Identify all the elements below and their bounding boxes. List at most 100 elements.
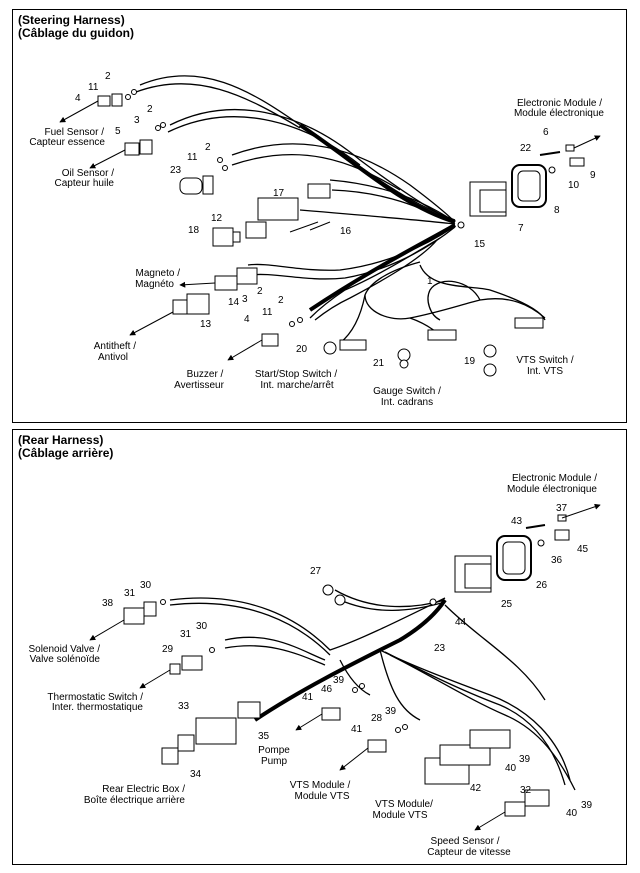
callout: 29 — [162, 644, 174, 655]
rear-harness-panel: (Rear Harness) (Câblage arrière) — [12, 429, 627, 865]
rear-electric-box-connector — [161, 701, 261, 765]
speed-sensor-label: Speed Sensor / — [431, 836, 500, 847]
solenoid-valve-label-fr: Valve solénoïde — [30, 654, 101, 665]
vts-module-label: VTS Module / — [290, 780, 351, 791]
callout: 11 — [187, 152, 198, 163]
start-stop-label: Start/Stop Switch / — [255, 369, 337, 380]
callout: 41 — [302, 692, 314, 703]
callout: 4 — [75, 93, 81, 104]
callout: 2 — [147, 104, 153, 115]
solenoid-valve-label: Solenoid Valve / — [28, 644, 100, 655]
thermostatic-switch-connector — [139, 647, 215, 689]
ring-terminals-27 — [322, 584, 346, 606]
steering-harness-panel: (Steering Harness) (Câblage du guidon) — [12, 9, 627, 423]
callout: 31 — [124, 588, 136, 599]
callout: 41 — [351, 724, 363, 735]
callout: 27 — [310, 566, 322, 577]
callout: 26 — [536, 580, 548, 591]
callout: 30 — [140, 580, 152, 591]
solenoid-valve-connector — [89, 599, 166, 641]
callout: 16 — [340, 226, 352, 237]
electronic-module-steering — [457, 135, 601, 229]
callout: 35 — [258, 731, 270, 742]
electronic-module-label-fr: Module électronique — [514, 108, 604, 119]
vts-module-2-label-fr: Module VTS — [372, 810, 427, 821]
callout: 34 — [190, 769, 202, 780]
callout: 40 — [566, 808, 578, 819]
steering-title-en: (Steering Harness) — [18, 13, 125, 27]
callout: 32 — [520, 785, 532, 796]
rear-electronic-module-label: Electronic Module / — [512, 473, 597, 484]
rear-harness-drawing: Electronic Module / Module électronique … — [28, 473, 601, 858]
rear-electric-box-label-fr: Boîte électrique arrière — [84, 795, 186, 806]
steering-harness-drawing: Fuel Sensor / Capteur essence Oil Sensor… — [29, 71, 604, 408]
callout: 9 — [590, 170, 596, 181]
callout: 11 — [262, 307, 273, 318]
vts-module-connector — [339, 724, 408, 771]
connector-23 — [179, 157, 228, 195]
vts-switch-connector — [483, 317, 544, 377]
thermostatic-switch-label-fr: Inter. thermostatique — [52, 702, 144, 713]
callout: 18 — [188, 225, 200, 236]
callout: 3 — [134, 115, 140, 126]
gauge-switch-label: Gauge Switch / — [373, 386, 441, 397]
callout: 14 — [228, 297, 240, 308]
gauge-switch-label-fr: Int. cadrans — [381, 397, 433, 408]
callout: 2 — [257, 286, 263, 297]
vts-switch-label: VTS Switch / — [516, 355, 573, 366]
callout: 19 — [464, 356, 476, 367]
callout: 6 — [543, 127, 549, 138]
callout: 13 — [200, 319, 212, 330]
antitheft-label: Antitheft / — [94, 341, 136, 352]
gauge-switch-connector — [397, 329, 457, 369]
callout: 11 — [88, 82, 99, 93]
callout: 22 — [520, 143, 532, 154]
callout: 2 — [278, 295, 284, 306]
magneto-label-fr: Magnéto — [135, 279, 174, 290]
buzzer-connector — [227, 317, 303, 361]
steering-title-fr: (Câblage du guidon) — [18, 26, 134, 40]
oil-sensor-connector — [89, 122, 166, 169]
callout: 39 — [581, 800, 593, 811]
vts-module-label-fr: Module VTS — [294, 791, 349, 802]
fuel-sensor-label-fr: Capteur essence — [29, 137, 105, 148]
vts-module-2-label: VTS Module/ — [375, 799, 433, 810]
buzzer-label-fr: Avertisseur — [174, 380, 225, 391]
start-stop-switch-connector — [323, 339, 367, 355]
pump-label-en: Pump — [261, 756, 288, 767]
callout: 28 — [371, 713, 383, 724]
callout: 43 — [511, 516, 523, 527]
antitheft-label-fr: Antivol — [98, 352, 128, 363]
callout: 40 — [505, 763, 517, 774]
speed-sensor-label-fr: Capteur de vitesse — [427, 847, 511, 858]
callout: 1 — [427, 276, 433, 287]
callout: 33 — [178, 701, 190, 712]
callout: 12 — [211, 213, 223, 224]
oil-sensor-label: Oil Sensor / — [62, 168, 114, 179]
callout: 10 — [568, 180, 580, 191]
start-stop-label-fr: Int. marche/arrêt — [260, 380, 334, 391]
callout: 7 — [518, 223, 524, 234]
callout: 4 — [244, 314, 250, 325]
fuel-sensor-label: Fuel Sensor / — [45, 127, 105, 138]
magneto-label: Magneto / — [136, 268, 181, 279]
rear-title-en: (Rear Harness) — [18, 433, 104, 447]
callout: 3 — [242, 294, 248, 305]
rear-trunk — [253, 598, 447, 722]
callout: 39 — [333, 675, 345, 686]
callout: 31 — [180, 629, 192, 640]
callout: 2 — [205, 142, 211, 153]
rear-electronic-module-label-fr: Module électronique — [507, 484, 597, 495]
electronic-module-rear — [429, 503, 601, 606]
oil-sensor-label-fr: Capteur huile — [55, 178, 115, 189]
callout: 37 — [556, 503, 568, 514]
callout: 8 — [554, 205, 560, 216]
rear-title-fr: (Câblage arrière) — [18, 446, 114, 460]
callout: 5 — [115, 126, 121, 137]
callout: 36 — [551, 555, 563, 566]
magneto-connector — [179, 267, 258, 291]
electronic-module-label: Electronic Module / — [517, 98, 602, 109]
thermostatic-switch-label: Thermostatic Switch / — [47, 692, 143, 703]
callout: 39 — [519, 754, 531, 765]
rear-electric-box-label: Rear Electric Box / — [102, 784, 185, 795]
